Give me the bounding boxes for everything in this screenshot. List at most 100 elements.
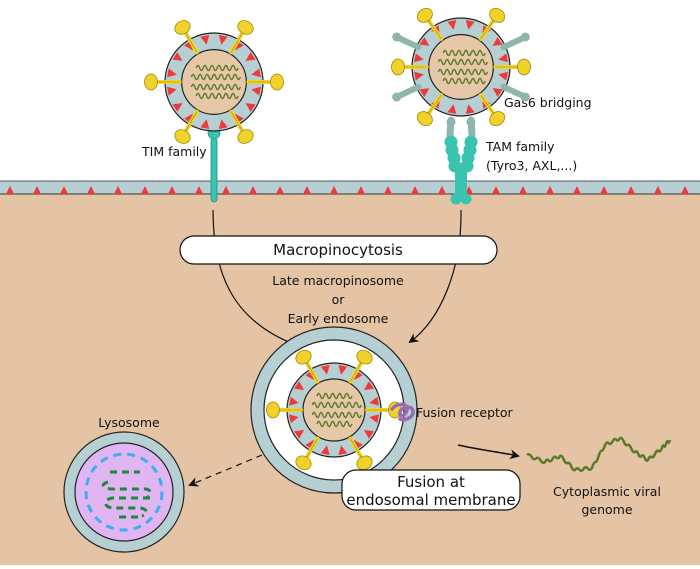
glycoprotein [229,109,254,144]
phosphatidylserine-marker [414,53,424,63]
virion-tim-bound [144,20,284,144]
glycoprotein [174,20,199,55]
phosphatidylserine-marker [218,119,228,129]
glycoprotein [493,58,531,76]
viral-rna-genome [311,392,362,428]
glycoprotein [348,436,373,471]
phosphatidylserine-marker [627,186,635,194]
phosphatidylserine-marker [222,186,230,194]
gas6-bridging-label: Gas6 bridging [504,95,592,110]
glycoprotein [295,349,320,384]
glycoprotein [229,20,254,55]
phosphatidylserine-marker [447,20,457,30]
phosphatidylserine-marker [288,396,299,406]
phosphatidylserine-marker [498,71,508,81]
phosphatidylserine-marker [294,430,305,439]
phosphatidylserine-marker [294,381,305,390]
phosphatidylserine-marker [6,186,14,194]
gas6-protein [392,83,422,102]
glycoprotein [144,73,182,91]
cytoplasmic-viral-genome [526,436,672,472]
phosphatidylserine-marker [167,68,177,78]
phosphatidylserine-marker [87,186,95,194]
phosphatidylserine-marker [573,186,581,194]
viral-capsid [428,34,494,100]
phosphatidylserine-marker [195,186,203,194]
tam-family-label-line2: (Tyro3, AXL,...) [486,158,577,173]
viral-rna-genome [190,64,242,100]
phosphatidylserine-marker [33,186,41,194]
tam-receptor-monomer [444,116,462,205]
phosphatidylserine-marker [465,104,475,114]
phosphatidylserine-marker [303,186,311,194]
tam-receptor-monomer [460,116,478,205]
phosphatidylserine-marker [492,88,503,97]
glycoprotein [266,401,303,419]
glycoprotein [416,7,444,41]
viral-capsid [302,378,366,442]
arrow-fusion-to-genome [457,444,520,460]
phosphatidylserine-marker [411,186,419,194]
glycoprotein [295,436,320,471]
rna-strand [311,401,362,409]
phosphatidylserine-marker [200,119,210,129]
gas6-protein [500,32,530,51]
fusion-box-line1: Fusion at [397,473,465,491]
tam-receptor-dimer [444,116,478,205]
phosphatidylserine-marker [172,103,183,112]
phosphatidylserine-marker [492,37,503,46]
glycoprotein [391,58,429,76]
rna-strand [195,64,239,72]
fusion-receptor [390,402,415,422]
phosphatidylserine-marker [141,186,149,194]
phosphatidylserine-marker [519,186,527,194]
phosphatidylserine-marker [447,104,457,114]
fusion-at-endosomal-membrane-box [341,469,521,511]
rna-strand [437,68,489,76]
phosphatidylserine-marker [414,71,424,81]
phosphatidylserine-marker [60,186,68,194]
phosphatidylserine-marker [498,53,508,63]
phosphatidylserine-marker [276,186,284,194]
phosphatidylserine-marker [546,186,554,194]
lysosome-label: Lysosome [98,415,160,430]
endosome-label-line3: Early endosome [288,311,389,326]
phosphatidylserine-marker [338,364,348,375]
phosphatidylserine-marker [218,35,228,45]
rna-strand [311,411,362,419]
phosphatidylserine-marker [438,186,446,194]
phosphatidylserine-marker [369,396,380,406]
phosphatidylserine-marker [245,52,256,61]
membrane-phosphatidylserine-markers [6,186,689,194]
rna-strand [190,73,242,81]
phosphatidylserine-marker [419,37,430,46]
phosphatidylserine-marker [251,68,261,78]
arrow-tim-to-endosome [212,209,298,347]
macropinocytosis-box [179,235,498,265]
tam-family-label-line1: TAM family [485,139,555,154]
rna-strand [442,49,486,57]
plasma-membrane [0,181,700,194]
viral-capsid [181,49,247,115]
glycoprotein [478,93,506,127]
glycoprotein [174,109,199,144]
phosphatidylserine-marker [419,88,430,97]
viral-rna-genome [437,49,489,85]
glycoprotein [478,7,506,41]
rna-strand [316,420,353,428]
phosphatidylserine-marker [363,430,374,439]
arrow-tam-to-endosome [408,209,462,344]
macropinocytosis-label: Macropinocytosis [273,241,403,259]
virion-tam-bound [391,7,531,127]
phosphatidylserine-marker [249,186,257,194]
phosphatidylserine-marker [600,186,608,194]
phosphatidylserine-marker [654,186,662,194]
fusion-box-line2: endosomal membrane [346,491,515,509]
gas6-protein [500,83,530,102]
phosphatidylserine-marker [492,186,500,194]
rna-strand [195,92,239,100]
phosphatidylserine-marker [320,364,330,375]
genome-label-line2: genome [581,502,632,517]
genome-label-line1: Cytoplasmic viral [553,484,661,499]
